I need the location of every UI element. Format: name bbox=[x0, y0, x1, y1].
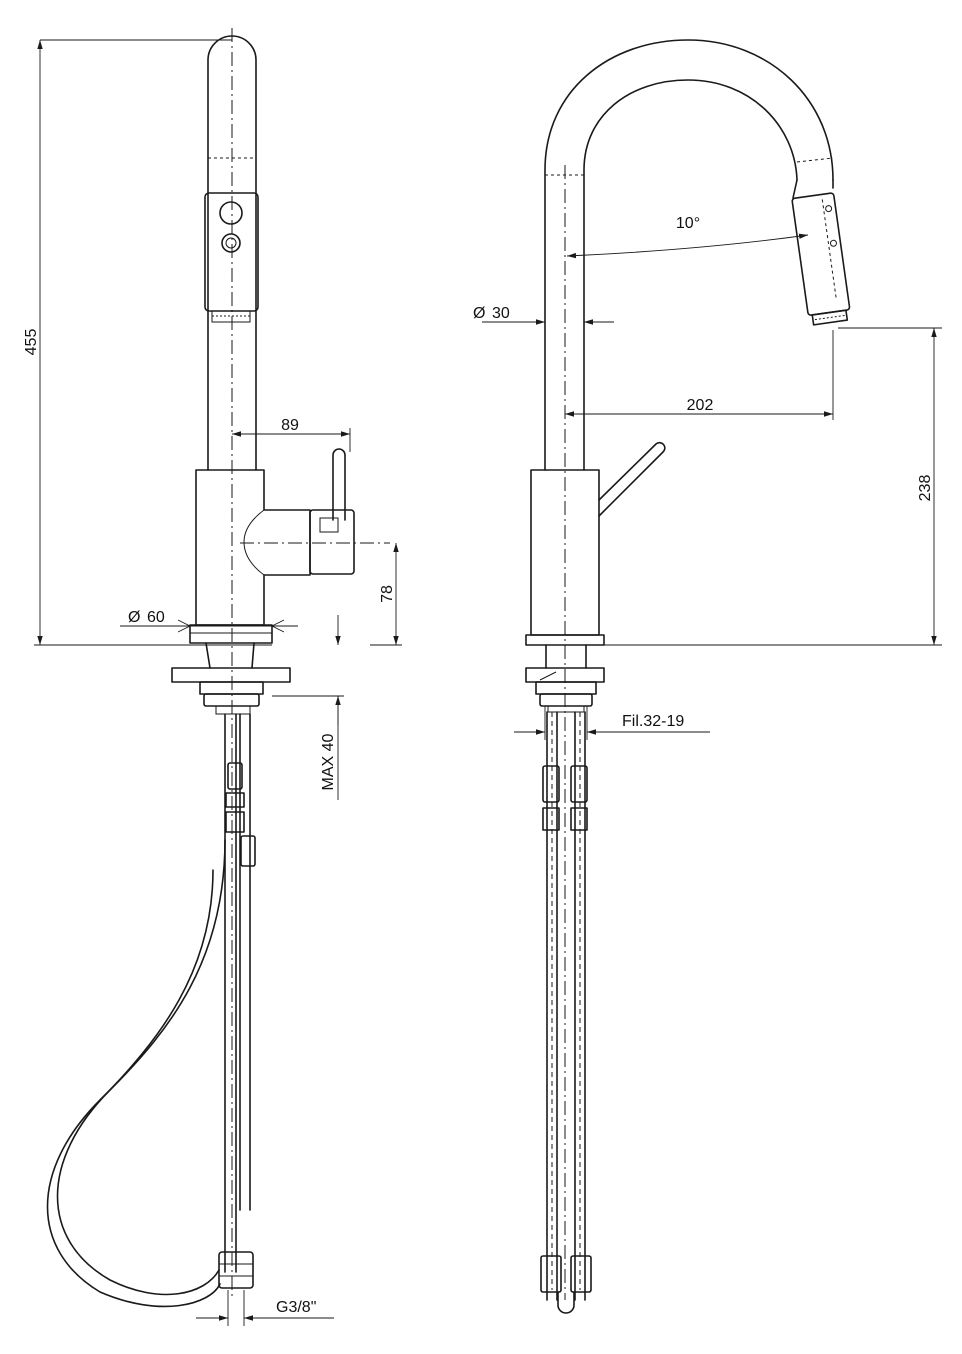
lever-block bbox=[309, 509, 355, 575]
dim-max-deck: MAX 40 bbox=[320, 733, 337, 790]
dim-spout-height: 238 bbox=[917, 475, 934, 502]
dim-shank-thread: Fil.32-19 bbox=[622, 713, 684, 730]
front-view bbox=[525, 39, 851, 1314]
side-view bbox=[46, 28, 390, 1308]
dim-total-height: 455 bbox=[23, 329, 40, 356]
fixing-flange bbox=[171, 667, 291, 683]
fixing-flange-front bbox=[525, 667, 605, 683]
dim-spout-reach: 202 bbox=[687, 397, 714, 414]
lever-handle bbox=[332, 448, 346, 521]
dim-base-diameter-symbol: Ø bbox=[128, 609, 140, 626]
supply-hoses-front bbox=[546, 711, 586, 1301]
dim-base-diameter: 60 bbox=[147, 609, 165, 626]
side-view-dimensions: 455 89 78 Ø 60 MAX 40 G3/8" bbox=[23, 39, 402, 1326]
lever-angled bbox=[598, 441, 666, 517]
dim-hose-thread: G3/8" bbox=[276, 1299, 316, 1316]
gooseneck-spout bbox=[544, 39, 834, 471]
dim-lever-offset: 89 bbox=[281, 417, 299, 434]
pullout-hose-loop bbox=[56, 839, 226, 1296]
dim-rotation-angle: 10° bbox=[676, 215, 700, 232]
faucet-body bbox=[195, 469, 311, 626]
front-view-dimensions: Ø 30 10° 202 238 Fil.32-19 bbox=[473, 215, 942, 740]
dim-spout-diameter: 30 bbox=[492, 305, 510, 322]
spray-button-top-icon bbox=[219, 201, 243, 225]
dim-spout-diameter-symbol: Ø bbox=[473, 305, 485, 322]
spray-head-front bbox=[791, 192, 851, 316]
spray-button-bottom-icon bbox=[221, 233, 241, 253]
base-ring bbox=[189, 624, 273, 644]
dim-lever-height: 78 bbox=[379, 585, 396, 603]
